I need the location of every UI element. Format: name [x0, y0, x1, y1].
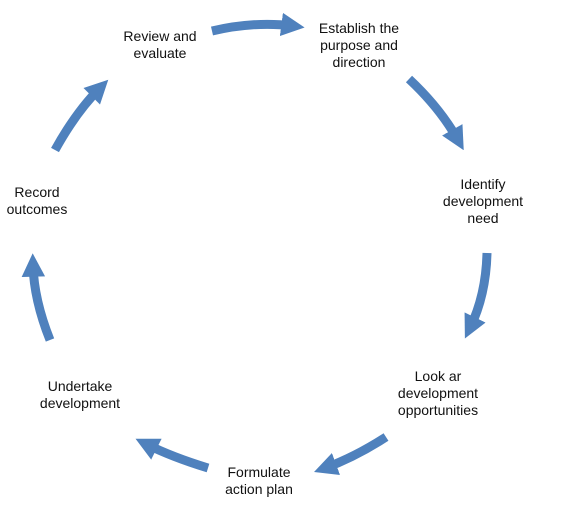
arrow-record-to-review — [51, 79, 109, 153]
arrow-look-to-plan — [314, 433, 389, 475]
step-formulate-plan: Formulate action plan — [225, 464, 293, 497]
step-look-opportunities: Look ar development opportunities — [397, 368, 479, 418]
arrow-review-to-purpose — [210, 12, 305, 37]
step-identify-need: Identify development need — [442, 176, 524, 226]
arrow-identify-to-look — [464, 252, 492, 339]
arrow-purpose-to-identify — [405, 75, 464, 151]
arrow-plan-to-undertake — [135, 438, 210, 473]
step-undertake-development: Undertake development — [39, 378, 121, 411]
arrow-undertake-to-record — [21, 253, 55, 342]
step-review-evaluate: Review and evaluate — [123, 28, 197, 61]
step-establish-purpose: Establish the purpose and direction — [318, 20, 400, 70]
step-record-outcomes: Record outcomes — [6, 184, 68, 217]
